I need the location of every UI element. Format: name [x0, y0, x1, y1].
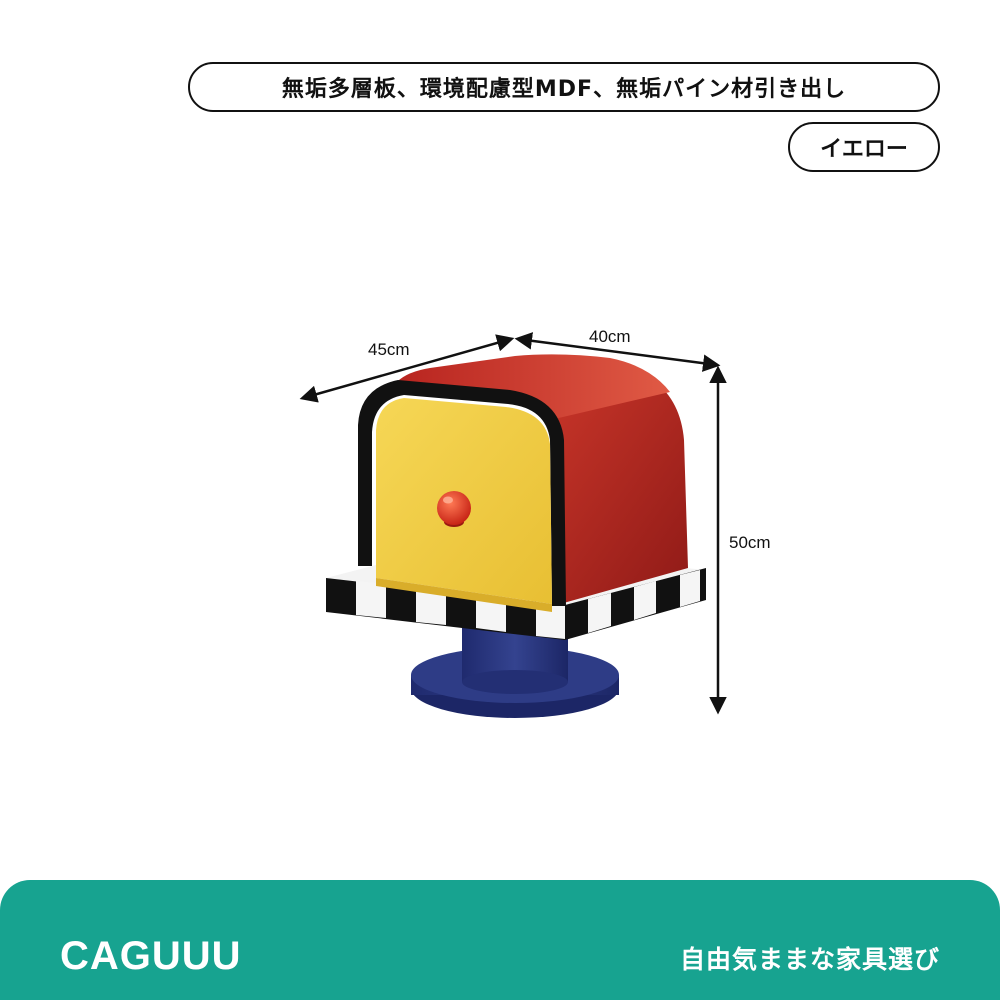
brand-tagline: 自由気ままな家具選び — [679, 945, 940, 974]
materials-label: 無垢多層板、環境配慮型MDF、無垢パイン材引き出し — [188, 62, 940, 112]
height-dimension-label: 50cm — [729, 533, 771, 552]
brand-logo[interactable]: CAGUUU — [60, 934, 242, 978]
blue-pedestal-base — [411, 628, 619, 718]
width-dimension-label: 45cm — [368, 340, 410, 359]
color-option-label: イエロー — [788, 122, 940, 172]
depth-dimension-label: 40cm — [589, 327, 631, 346]
bedside-cabinet-illustration — [299, 332, 727, 718]
width-dimension-arrow — [299, 334, 515, 403]
drawer-knob[interactable] — [437, 491, 471, 527]
depth-dimension-arrow — [514, 332, 721, 372]
footer-banner: CAGUUU 自由気ままな家具選び — [0, 880, 1000, 1000]
